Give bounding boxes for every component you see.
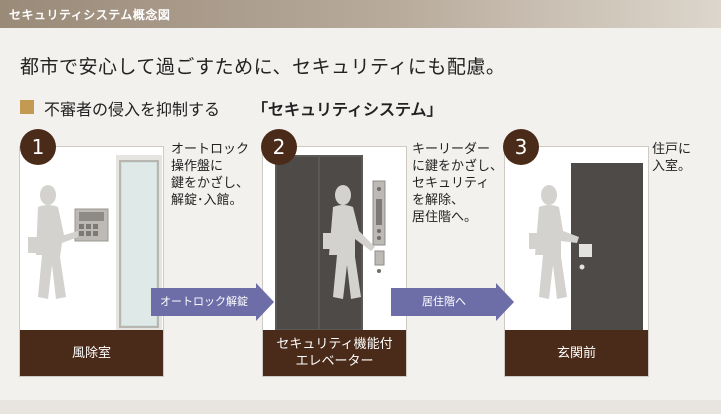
arrow-label-2: 居住階へ <box>422 295 466 308</box>
subhead-highlight: 「セキュリティシステム」 <box>252 100 443 119</box>
step2-scene <box>275 155 386 331</box>
step-label-1: 風除室 <box>20 330 163 376</box>
arrow-1: オートロック解錠 <box>151 283 274 321</box>
intercom-panel-icon <box>74 208 109 242</box>
arrow-label-1: オートロック解錠 <box>160 295 248 308</box>
step-badge-3: 3 <box>503 129 539 165</box>
bottom-strip <box>0 400 721 414</box>
key-reader-icon <box>374 250 385 273</box>
arrow-right-icon <box>256 283 274 321</box>
glass-door-icon <box>116 155 162 331</box>
arrow-right-icon <box>496 283 514 321</box>
square-bullet-icon <box>20 100 34 114</box>
header-title: セキュリティシステム概念図 <box>9 8 171 22</box>
apartment-door-icon <box>571 163 643 331</box>
header-bar: セキュリティシステム概念図 <box>0 0 721 28</box>
headline: 都市で安心して過ごすために、セキュリティにも配慮。 <box>20 56 506 78</box>
person-silhouette-icon <box>529 185 579 299</box>
step-panel-3: 玄関前 <box>504 146 649 377</box>
step-badge-2: 2 <box>261 129 297 165</box>
arrow-2: 居住階へ <box>391 283 514 321</box>
subhead-lead: 不審者の侵入を抑制する <box>44 100 221 119</box>
step-note-3: 住戸に 入室。 <box>652 142 692 174</box>
step-note-1: オートロック 操作盤に 鍵をかざし、 解錠･入館。 <box>171 142 250 208</box>
step-note-2: キーリーダー に鍵をかざし、 セキュリティ を解除、 居住階へ。 <box>412 142 504 225</box>
step-panel-2: セキュリティ機能付 エレベーター <box>262 146 407 377</box>
step3-scene <box>529 163 643 331</box>
step-badge-1: 1 <box>20 129 56 165</box>
elevator-keypad-icon <box>372 180 386 246</box>
person-silhouette-icon <box>323 185 375 299</box>
step-label-3: 玄関前 <box>505 330 648 376</box>
person-silhouette-icon <box>28 185 78 299</box>
step-label-2: セキュリティ機能付 エレベーター <box>263 330 406 376</box>
step-panel-1: 風除室 <box>19 146 164 377</box>
step1-scene <box>28 155 162 331</box>
